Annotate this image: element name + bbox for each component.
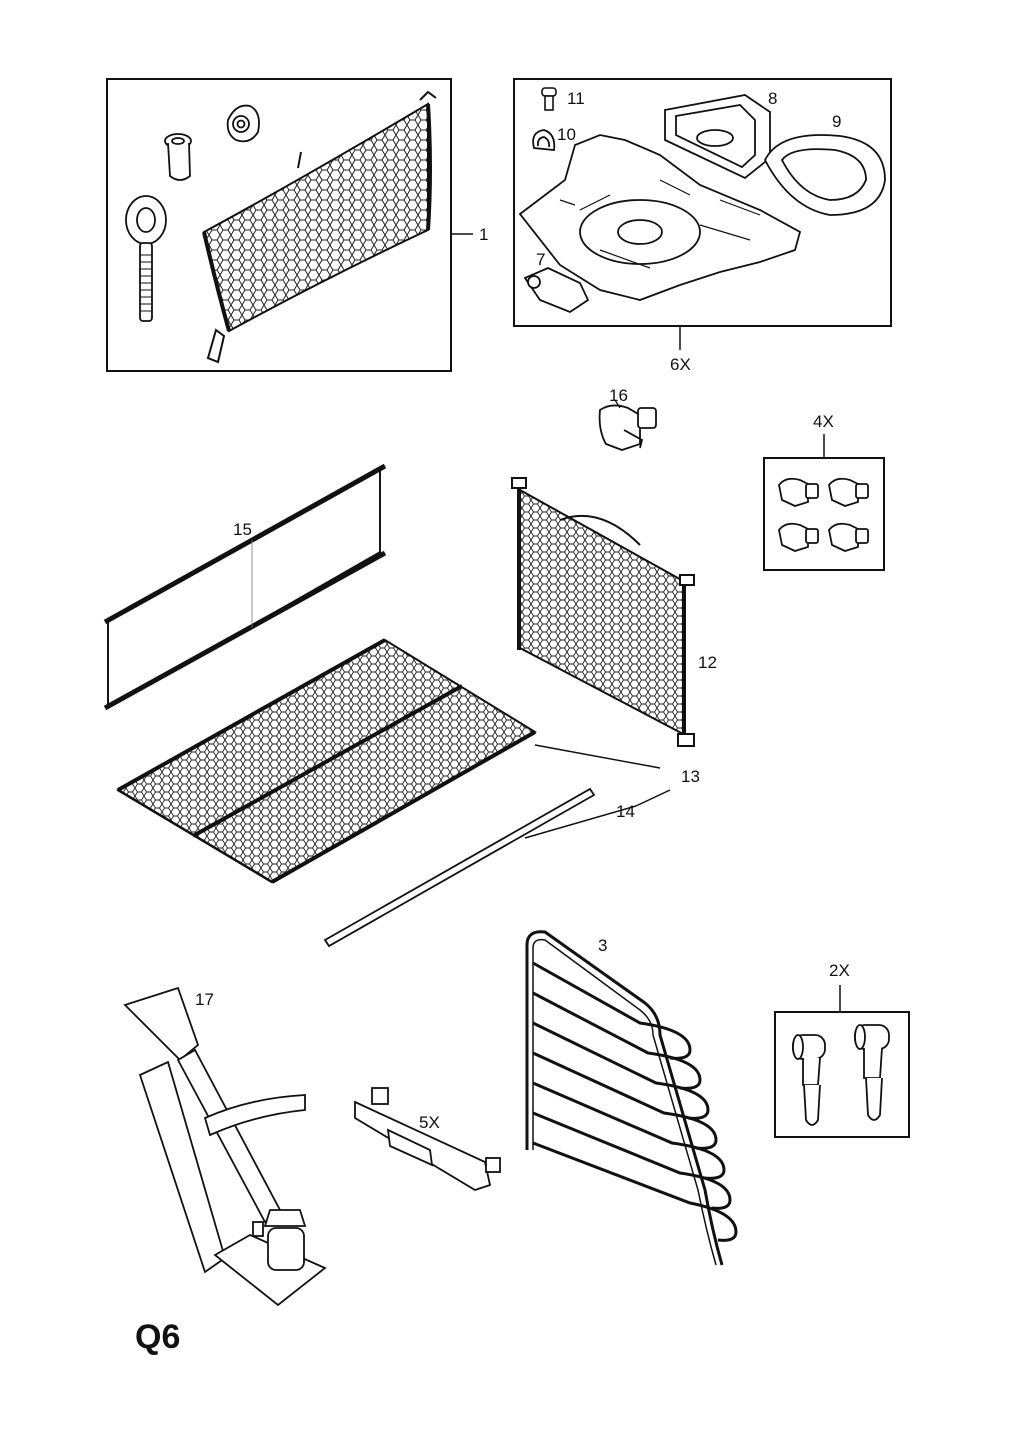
strap-clip-box <box>774 985 910 1138</box>
floor-panel <box>518 134 802 301</box>
bike-holder-17 <box>123 986 327 1307</box>
bracket-5x <box>354 1087 501 1191</box>
leader-lines <box>614 399 621 409</box>
housing-8 <box>664 94 771 180</box>
clip-set-box <box>763 434 885 571</box>
vertical-net-12 <box>511 477 695 747</box>
callout-13: 13 <box>681 767 700 786</box>
lashing-ring-10 <box>532 129 556 151</box>
callout-6x: 6X <box>670 355 691 374</box>
callout-14: 14 <box>616 802 635 821</box>
callout-17: 17 <box>195 990 214 1009</box>
callout-1: 1 <box>479 225 489 244</box>
callout-11: 11 <box>567 89 585 108</box>
bracket-7 <box>523 267 590 314</box>
callout-10: 10 <box>557 125 576 144</box>
callout-8: 8 <box>768 89 778 108</box>
callout-2x: 2X <box>829 961 850 980</box>
floor-net-13 <box>116 638 661 884</box>
callout-5x: 5X <box>419 1113 440 1132</box>
callout-16: 16 <box>609 386 628 405</box>
cargo-net <box>202 90 437 364</box>
callout-12: 12 <box>698 653 717 672</box>
clip-nut <box>226 104 260 143</box>
callout-9: 9 <box>832 112 842 131</box>
tray-9 <box>763 134 886 216</box>
callout-3: 3 <box>598 936 608 955</box>
eye-bolt <box>125 195 167 322</box>
rod-14 <box>323 787 671 948</box>
callout-4x: 4X <box>813 412 834 431</box>
callout-7: 7 <box>536 250 546 269</box>
grille-3 <box>525 930 738 1266</box>
page-code: Q6 <box>135 1318 181 1356</box>
floor-kit-box <box>513 78 892 350</box>
cargo-net-kit-box <box>106 78 473 372</box>
screw-11 <box>541 87 557 111</box>
clip-16 <box>598 404 657 451</box>
roll-screen-15 <box>103 463 387 711</box>
rivet-nut <box>164 133 192 181</box>
callout-15: 15 <box>233 520 252 539</box>
